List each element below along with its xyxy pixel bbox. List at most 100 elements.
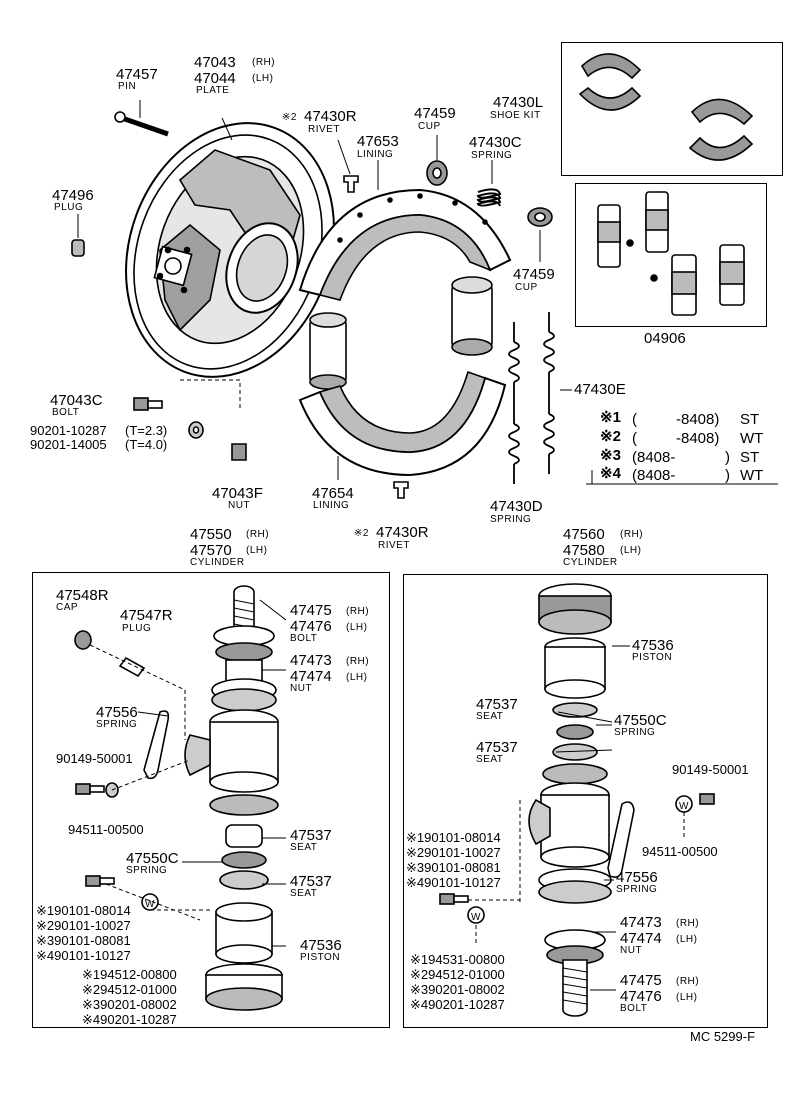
nut-f-name: NUT xyxy=(228,500,251,511)
left-bolt-rh-number: 47475 xyxy=(290,602,332,619)
plate-part-name: PLATE xyxy=(196,85,230,96)
right-bolt-rh-tag: (RH) xyxy=(676,976,700,987)
bolt-washer-nut-drawing xyxy=(133,379,247,461)
cup-top-name: CUP xyxy=(418,121,441,132)
legend-open-1: ( xyxy=(632,411,637,428)
legend-range-4: ) xyxy=(725,467,730,484)
legend-range-1: -8408) xyxy=(676,411,720,428)
legend-type-2: WT xyxy=(740,430,764,447)
right-cyl-name: CYLINDER xyxy=(563,557,618,568)
left-washers-list-4: ※490201-10287 xyxy=(82,1012,177,1027)
left-washers-list-2: ※294512-01000 xyxy=(82,982,177,997)
left-bolts-list-1: ※190101-08014 xyxy=(36,903,131,918)
left-spring-c-name: SPRING xyxy=(126,865,168,876)
right-cyl-lh-number: 47580 xyxy=(563,542,605,559)
right-spring-56-name: SPRING xyxy=(616,884,658,895)
shoe-kit-number: 47430L xyxy=(493,94,544,111)
legend-range-3: ) xyxy=(725,449,730,466)
right-cylinder-drawing: W W xyxy=(439,583,715,1017)
lining-top-number: 47653 xyxy=(357,133,399,150)
right-bolt-rh-number: 47475 xyxy=(620,972,662,989)
plate-rh-number: 47043 xyxy=(194,54,236,71)
rivet-top-name: RIVET xyxy=(308,124,340,135)
spring-top-name: SPRING xyxy=(471,150,513,161)
left-piston-name: PISTON xyxy=(300,952,341,963)
right-bolts-list-4: ※490101-10127 xyxy=(406,875,501,890)
legend-type-1: ST xyxy=(740,411,760,428)
right-piston-name: PISTON xyxy=(632,652,673,663)
rivet-bottom-mark: ※2 xyxy=(354,528,369,539)
spring-top-number: 47430C xyxy=(469,134,522,151)
right-cylinder-box xyxy=(403,574,768,1028)
left-piston-number: 47536 xyxy=(300,937,342,954)
plate-lh-tag: (LH) xyxy=(252,73,274,84)
right-cyl-rh-tag: (RH) xyxy=(620,529,644,540)
legend-type-3: ST xyxy=(740,449,760,466)
right-spring-56-number: 47556 xyxy=(616,869,658,886)
left-cylinder-drawing: W xyxy=(74,585,287,1011)
right-bolt-number: 90149-50001 xyxy=(672,762,749,777)
right-bolts-list-3: ※390101-08081 xyxy=(406,860,501,875)
right-spring-c-number: 47550C xyxy=(614,712,667,729)
bolt-c-name: BOLT xyxy=(52,407,80,418)
left-washers-list-1: ※194512-00800 xyxy=(82,967,177,982)
right-cyl-rh-number: 47560 xyxy=(563,526,605,543)
plate-rh-tag: (RH) xyxy=(252,57,276,68)
legend-mark-3: ※3 xyxy=(600,447,621,464)
right-nut-rh-number: 47473 xyxy=(620,914,662,931)
wheel-cylinder-drawing xyxy=(309,276,493,390)
spring-d-number: 47430D xyxy=(490,498,543,515)
legend-open-3: (8408- xyxy=(632,449,676,466)
left-cyl-rh-number: 47550 xyxy=(190,526,232,543)
nut-f-number: 47043F xyxy=(212,485,263,502)
legend-type-4: WT xyxy=(740,467,764,484)
left-bolt-rh-tag: (RH) xyxy=(346,606,370,617)
cup-right-drawing xyxy=(527,207,553,262)
left-bolt-name: BOLT xyxy=(290,633,318,644)
shoe-kit-box xyxy=(561,42,783,176)
legend-open-4: (8408- xyxy=(632,467,676,484)
right-nut-lh-number: 47474 xyxy=(620,930,662,947)
left-washer-number: 94511-00500 xyxy=(68,822,144,837)
pin-part-number: 47457 xyxy=(116,66,158,83)
left-spring-56-name: SPRING xyxy=(96,719,138,730)
svg-text:W: W xyxy=(679,801,689,812)
rivet-top-mark: ※2 xyxy=(282,112,297,123)
cup-top-number: 47459 xyxy=(414,105,456,122)
plug-part-name: PLUG xyxy=(54,202,84,213)
repair-kit-drawing xyxy=(597,191,745,316)
left-bolts-list-2: ※290101-10027 xyxy=(36,918,131,933)
rivet-bottom-name: RIVET xyxy=(378,540,410,551)
repair-kit-box xyxy=(575,183,767,327)
right-nut-lh-tag: (LH) xyxy=(676,934,698,945)
cup-right-number: 47459 xyxy=(513,266,555,283)
left-cap-number: 47548R xyxy=(56,587,109,604)
left-nut-lh-number: 47474 xyxy=(290,668,332,685)
left-cyl-lh-tag: (LH) xyxy=(246,545,268,556)
legend-mark-4: ※4 xyxy=(600,465,621,482)
left-seat-2-number: 47537 xyxy=(290,873,332,890)
lining-bottom-number: 47654 xyxy=(312,485,354,502)
legend-open-2: ( xyxy=(632,430,637,447)
cup-right-name: CUP xyxy=(515,282,538,293)
washer-1-number: 90201-10287 xyxy=(30,423,107,438)
pin-drawing xyxy=(114,100,169,137)
bolt-c-number: 47043C xyxy=(50,392,103,409)
right-piston-number: 47536 xyxy=(632,637,674,654)
legend-mark-1: ※1 xyxy=(600,409,621,426)
right-bolts-list-2: ※290101-10027 xyxy=(406,845,501,860)
legend-range-2: -8408) xyxy=(676,430,720,447)
spring-e-number: 47430E xyxy=(574,381,626,398)
right-seat-1-number: 47537 xyxy=(476,696,518,713)
brake-shoe-top-drawing xyxy=(298,160,512,301)
left-bolt-number: 90149-50001 xyxy=(56,751,133,766)
right-nut-rh-tag: (RH) xyxy=(676,918,700,929)
pin-part-name: PIN xyxy=(118,81,137,92)
right-bolt-name: BOLT xyxy=(620,1003,648,1014)
plate-lh-number: 47044 xyxy=(194,70,236,87)
left-nut-name: NUT xyxy=(290,683,313,694)
left-plug-name: PLUG xyxy=(122,623,152,634)
left-cyl-name: CYLINDER xyxy=(190,557,245,568)
right-bolts-list-1: ※190101-08014 xyxy=(406,830,501,845)
